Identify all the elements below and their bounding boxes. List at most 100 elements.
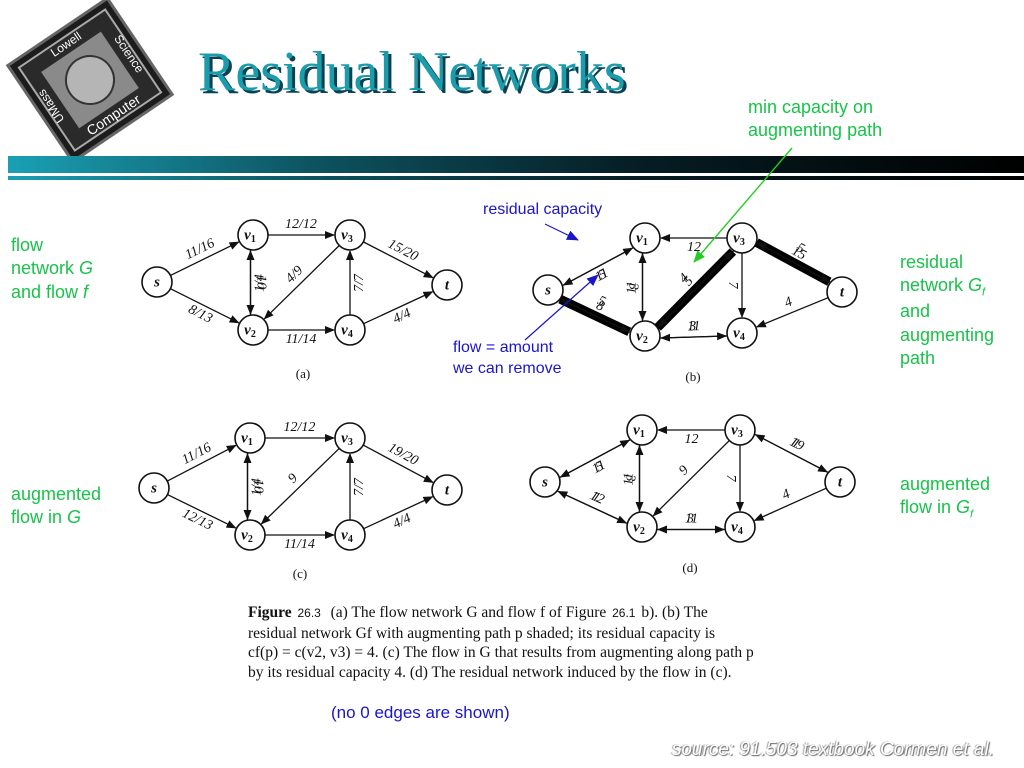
node-t xyxy=(826,276,858,308)
label-flow-network: flow network G and flow f xyxy=(11,235,94,302)
node-label-v4: v4 xyxy=(341,527,353,545)
node-v3 xyxy=(334,219,366,251)
edge-s-v2 xyxy=(170,288,240,324)
edge-label: 8 xyxy=(594,298,607,315)
node-label-v3: v3 xyxy=(731,422,743,440)
node-v1 xyxy=(237,219,269,251)
graph-label-a: (a) xyxy=(296,366,310,381)
node-label-v2: v2 xyxy=(636,328,648,346)
edge-label: 4 xyxy=(780,487,793,504)
edge-v3-v2 xyxy=(263,245,340,320)
edge-label: 7 xyxy=(723,475,738,483)
node-v2 xyxy=(234,519,266,551)
node-label-v1: v1 xyxy=(241,430,253,448)
node-v2 xyxy=(629,320,661,352)
edge-label: 1/4 xyxy=(250,478,265,496)
graph-label-b: (b) xyxy=(685,369,700,384)
edge-label: 15/20 xyxy=(385,237,420,265)
edge-label: 11/16 xyxy=(183,236,217,263)
edge-label: 7/7 xyxy=(352,477,367,496)
edge-s-v1 xyxy=(170,241,240,276)
figure-caption: Figure 26.3 (a) The flow network G and f… xyxy=(248,604,754,681)
edge-v2-s xyxy=(560,298,631,333)
edge-v3-t xyxy=(363,241,434,279)
edge-label: 3 xyxy=(686,512,694,527)
edge-s-v1 xyxy=(167,444,237,482)
node-label-s: s xyxy=(544,282,551,298)
edge-label: 4/4 xyxy=(391,511,414,532)
graph-label-d: (d) xyxy=(682,560,697,575)
node-t xyxy=(431,474,463,506)
node-label-s: s xyxy=(541,474,548,490)
umass-lowell-logo: Lowell Computer UMass Science xyxy=(5,0,175,160)
node-label-v1: v1 xyxy=(636,230,648,248)
node-label-s: s xyxy=(150,480,157,496)
edge-label: 11 xyxy=(687,319,700,334)
edge-label: 8/13 xyxy=(186,302,215,327)
edge-v3-t xyxy=(362,444,434,484)
edge-label: 12/13 xyxy=(180,506,215,534)
edge-s-v1 xyxy=(562,247,634,287)
edge-label: 9 xyxy=(676,463,692,479)
edge-label: 4/9 xyxy=(283,263,306,286)
node-label-t: t xyxy=(840,284,845,300)
edge-label: 4 xyxy=(782,295,794,312)
slide-title: Residual Networks xyxy=(198,41,626,103)
edge-label: 11/16 xyxy=(180,440,214,468)
edge-label: 11 xyxy=(622,473,637,486)
node-s xyxy=(532,274,564,306)
edge-v3-v2 xyxy=(652,440,730,517)
no-zero-edges-note: (no 0 edges are shown) xyxy=(331,703,510,722)
node-t xyxy=(431,269,463,301)
graph-label-c: (c) xyxy=(293,566,307,581)
node-label-v2: v2 xyxy=(633,519,645,537)
edge-label: 3 xyxy=(625,282,640,290)
edge-v3-v2 xyxy=(260,447,340,525)
edge-label: 15 xyxy=(789,244,808,264)
edge-label: 12 xyxy=(685,432,699,447)
edge-label: 11 xyxy=(590,458,609,477)
node-v4 xyxy=(334,519,366,551)
edge-label: 12/12 xyxy=(284,420,316,435)
node-v3 xyxy=(724,414,756,446)
node-v1 xyxy=(629,222,661,254)
edge-v4-t xyxy=(363,496,434,530)
flow-amount-pointer xyxy=(524,274,599,341)
node-label-t: t xyxy=(445,277,450,293)
edge-t-v4 xyxy=(755,297,829,328)
edge-label: 9 xyxy=(285,471,300,487)
node-label-t: t xyxy=(838,474,843,490)
node-label-v3: v3 xyxy=(733,230,745,248)
node-v3 xyxy=(726,222,758,254)
node-label-t: t xyxy=(445,482,450,498)
node-label-v1: v1 xyxy=(244,227,256,245)
title-divider xyxy=(8,156,1024,180)
node-v4 xyxy=(726,317,758,349)
edge-s-v2 xyxy=(167,494,237,529)
node-label-v2: v2 xyxy=(244,322,256,340)
node-t xyxy=(824,466,856,498)
edge-label: 10 xyxy=(250,479,265,493)
label-residual-network: residual network Gf and augmenting path xyxy=(900,252,995,369)
node-s xyxy=(141,266,173,298)
edge-label: 12 xyxy=(687,240,701,255)
node-v2 xyxy=(626,511,658,543)
node-label-v1: v1 xyxy=(633,422,645,440)
node-label-v3: v3 xyxy=(341,227,353,245)
node-v1 xyxy=(234,422,266,454)
source-credit: source: 91.503 textbook Cormen et al. xyxy=(671,739,994,760)
node-label-v2: v2 xyxy=(241,527,253,545)
node-label-v3: v3 xyxy=(341,430,353,448)
edge-t-v4 xyxy=(753,487,827,522)
edge-label: 11/14 xyxy=(284,537,315,552)
min-capacity-pointer xyxy=(693,147,793,263)
edge-label: 11 xyxy=(593,266,612,285)
edge-label: 3 xyxy=(622,474,637,482)
edge-label: 7 xyxy=(725,282,740,290)
edge-t-v3 xyxy=(756,242,831,283)
edge-label: 1/4 xyxy=(253,274,268,292)
edge-v2-s xyxy=(557,490,628,524)
